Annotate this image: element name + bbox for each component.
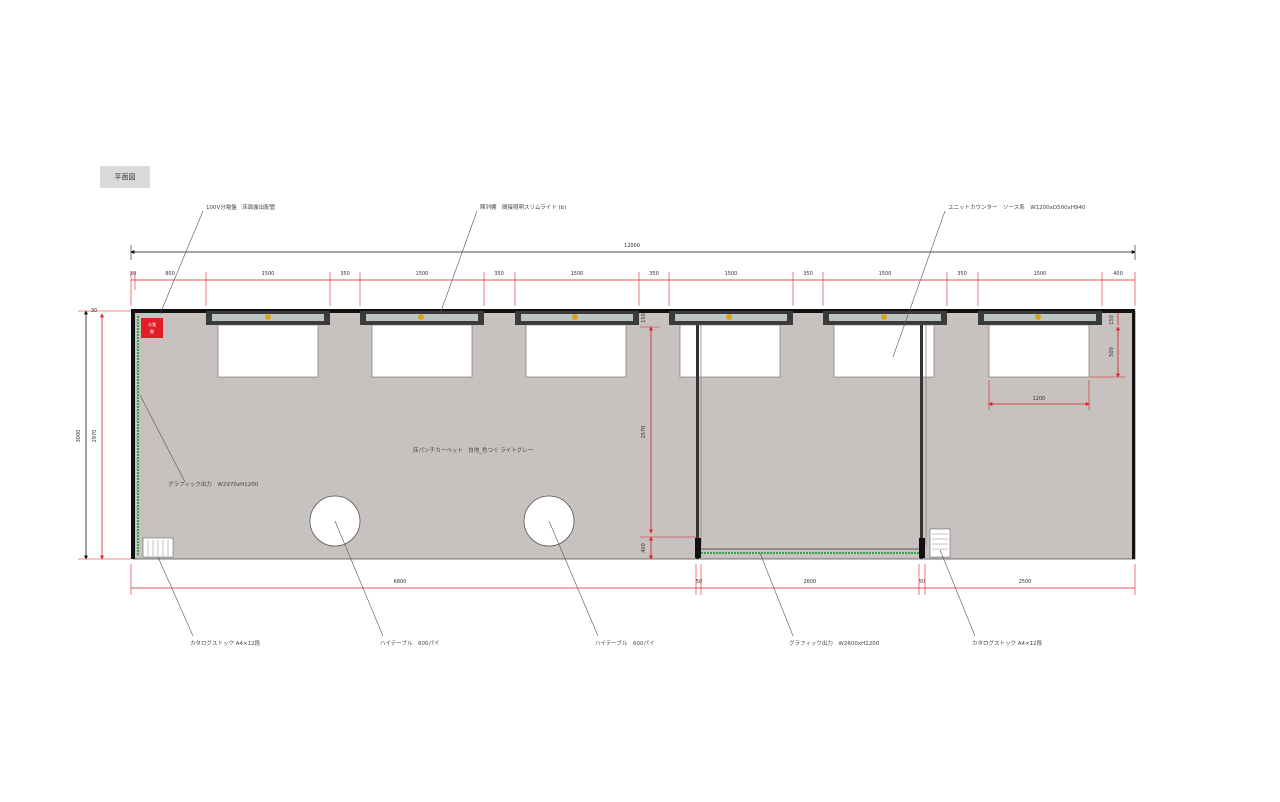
callout-table-1: ハイテーブル 600パイ	[380, 639, 439, 647]
shelf-unit	[360, 311, 484, 378]
callout-table-2: ハイテーブル 600パイ	[595, 639, 654, 647]
shelf-unit	[669, 311, 793, 378]
power-panel-label-2: 盤	[150, 328, 154, 334]
dim-top: 30	[130, 271, 136, 277]
dim-left-inner: 2970	[92, 430, 98, 443]
callout-counter: ユニットカウンター ソース系 W1200xD500xH940	[948, 203, 1086, 211]
shelf-unit	[978, 311, 1102, 378]
dim-bottom: 2500	[1019, 579, 1032, 585]
dim-top: 1500	[1034, 271, 1047, 277]
dim-counter-width: 1200	[1033, 396, 1046, 402]
callout-catalog-right: カタログストック A4×12段	[972, 639, 1043, 647]
catalog-stock-right	[929, 528, 951, 558]
dim-top: 350	[957, 271, 967, 277]
dim-mid-1: 2570	[641, 426, 647, 439]
dim-top: 350	[649, 271, 659, 277]
catalog-stock-left	[142, 537, 174, 558]
dim-left-total: 3000	[76, 430, 82, 443]
dim-right-2: 500	[1109, 347, 1115, 357]
dim-top: 350	[340, 271, 350, 277]
shelf-unit	[515, 311, 639, 378]
right-wall	[1132, 309, 1135, 559]
dim-top: 350	[494, 271, 504, 277]
dim-bottom: 50	[919, 579, 925, 585]
dim-top: 1500	[879, 271, 892, 277]
callout-graphic-bottom: グラフィック出力 W2600xH1200	[789, 639, 880, 647]
dim-bottom: 50	[696, 579, 702, 585]
dim-top: 1500	[725, 271, 738, 277]
dim-top: 1500	[416, 271, 429, 277]
dim-top: 1500	[262, 271, 275, 277]
dim-mid-2: 400	[641, 543, 647, 553]
dim-total: 12000	[624, 243, 640, 249]
callout-carpet: 床パンチカーペット 白地_色つぐ ライトグレー	[413, 446, 533, 454]
shelf-unit	[823, 311, 947, 378]
callout-catalog-left: カタログストック A4×12段	[190, 639, 261, 647]
dim-top: 350	[803, 271, 813, 277]
dim-top: 1500	[571, 271, 584, 277]
power-panel	[141, 318, 163, 338]
left-wall	[131, 309, 135, 559]
shelf-unit	[206, 311, 330, 378]
dim-mid-top: 150	[641, 313, 647, 323]
power-panel-label: 分電	[148, 321, 156, 327]
partition-post-right	[920, 325, 923, 559]
dim-bottom: 6800	[394, 579, 407, 585]
dim-bottom: 2600	[804, 579, 817, 585]
callout-power: 100V分電盤 床面露出配管	[206, 203, 276, 211]
callout-lighting: 陳列棚 間接照明スリムライト (b)	[480, 203, 566, 211]
plan-title: 平面図	[100, 166, 150, 188]
dim-top: 800	[165, 271, 175, 277]
dim-left-top: 30	[91, 308, 97, 314]
partition-post-left	[696, 325, 699, 559]
dim-top: 400	[1113, 271, 1123, 277]
callout-graphic-wall: グラフィック出力 W2970xH1200	[168, 480, 259, 488]
dim-right-1: 150	[1109, 315, 1115, 325]
